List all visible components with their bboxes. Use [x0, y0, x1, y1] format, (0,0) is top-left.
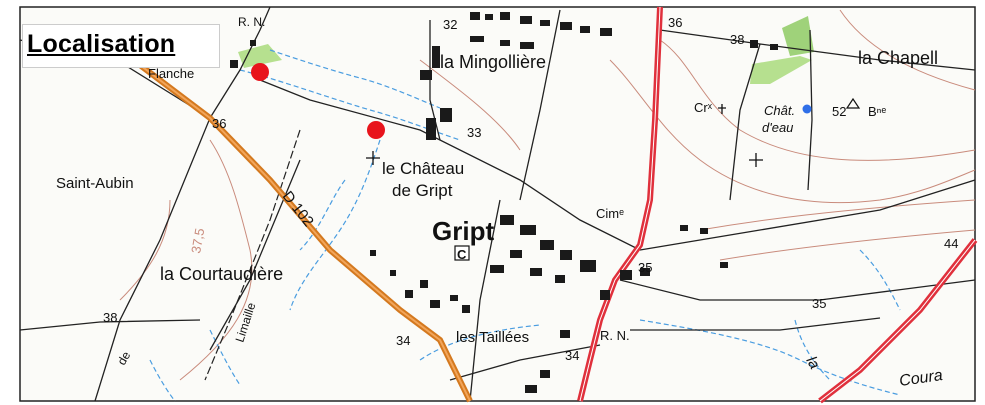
- elevation-38-left: 38: [103, 310, 117, 325]
- departmental-road: [118, 47, 473, 403]
- red-point-1: [251, 63, 269, 81]
- national-road: [577, 6, 978, 404]
- place-gript: Gript: [432, 216, 494, 246]
- place-flanche: Flanche: [148, 66, 194, 81]
- place-saint-aubin: Saint-Aubin: [56, 175, 134, 192]
- elevation-52: 52: [832, 104, 846, 119]
- marker-c-letter: C: [457, 247, 467, 262]
- red-point-2: [367, 121, 385, 139]
- elevation-34-left: 34: [396, 333, 410, 348]
- place-chapell: la Chapell: [858, 48, 938, 68]
- elevation-32: 32: [443, 17, 457, 32]
- place-chateau-line1: le Château: [382, 159, 464, 178]
- marker-bne: Bⁿᵉ: [868, 104, 886, 119]
- church-marker-icon: [454, 245, 470, 261]
- title-box: [22, 24, 220, 68]
- marker-rn-top: R. N.: [238, 15, 265, 29]
- blue-water-tower-point: [802, 104, 812, 114]
- point-markers: [251, 63, 812, 139]
- map-title: Localisation: [27, 30, 176, 58]
- elevation-36-top: 36: [668, 15, 682, 30]
- place-courtaudiere: la Courtaudière: [160, 264, 283, 284]
- place-de: de: [114, 349, 133, 368]
- map-frame: [19, 6, 976, 402]
- marker-chat-line1: Chât.: [764, 103, 795, 118]
- elevation-36-left: 36: [212, 116, 226, 131]
- marker-cim: Cimᵉ: [596, 206, 624, 221]
- place-chateau-line2: de Gript: [392, 181, 453, 200]
- elevation-38-top: 38: [730, 32, 744, 47]
- elevation-37-5: 37,5: [188, 227, 207, 255]
- summit-triangle-icon: [845, 97, 861, 109]
- marker-cr: Crˣ: [694, 100, 713, 115]
- marker-chat-line2: d'eau: [762, 120, 793, 135]
- elevation-34-bottom: 34: [565, 348, 579, 363]
- place-mingolliere: la Mingollière: [440, 52, 546, 72]
- streams: [149, 49, 901, 402]
- elevation-44: 44: [944, 236, 958, 251]
- marker-rn-bottom: R. N.: [600, 328, 630, 343]
- place-taillees: les Taillées: [456, 329, 529, 346]
- elevation-35: 35: [638, 260, 652, 275]
- elevation-33: 33: [467, 125, 481, 140]
- railway-line: [204, 129, 301, 381]
- cross-markers: [366, 104, 763, 167]
- place-coura: Coura: [898, 367, 944, 390]
- elevation-35-right: 35: [812, 296, 826, 311]
